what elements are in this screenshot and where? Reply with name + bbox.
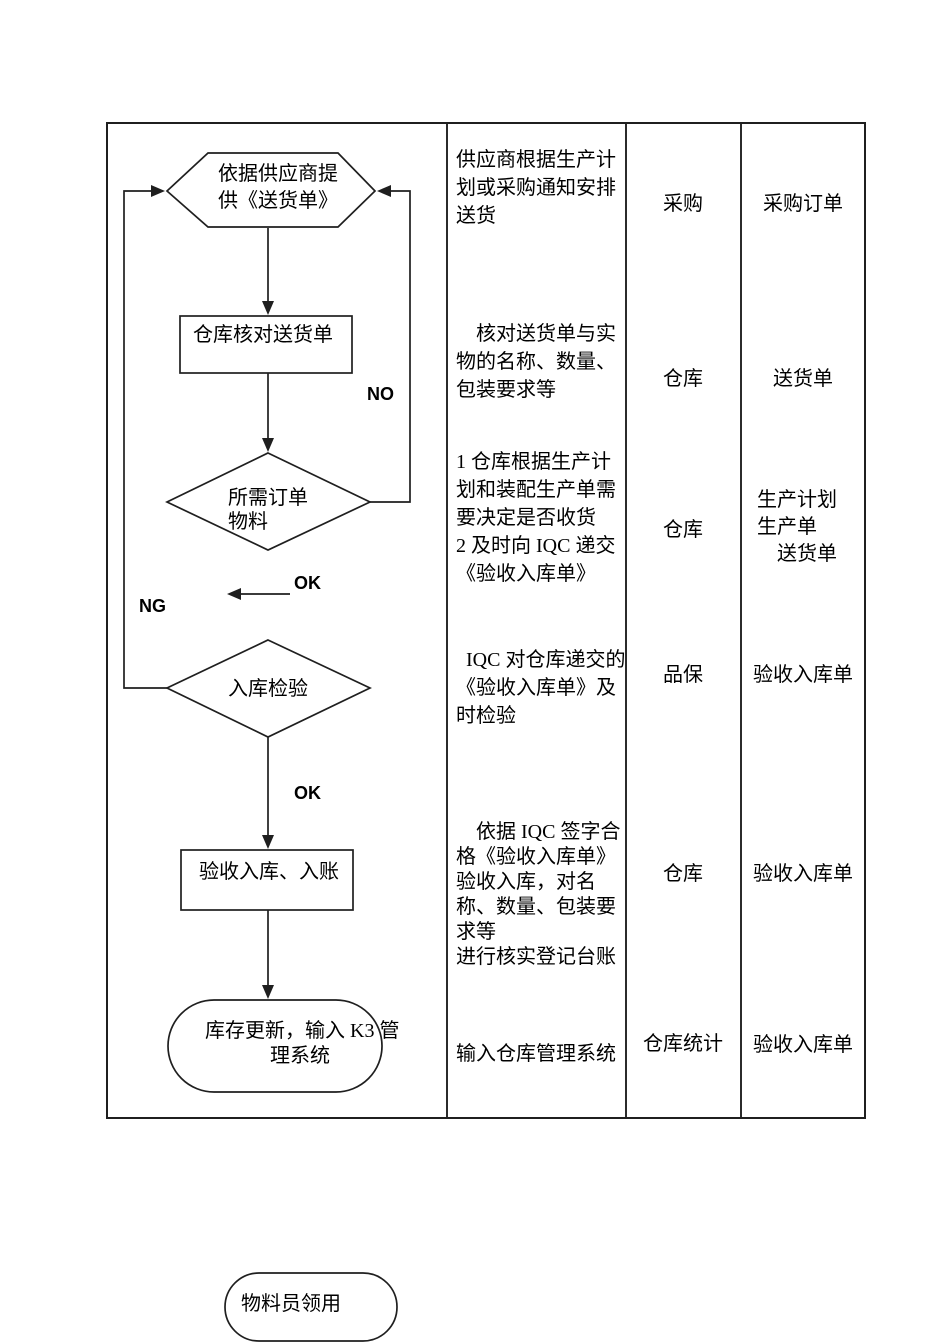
ng-label: NG bbox=[139, 596, 166, 616]
doc-row-6: 验收入库单 bbox=[753, 1034, 853, 1056]
stock-update-stadium bbox=[167, 999, 383, 1093]
material-requisition-stadium bbox=[224, 1272, 398, 1342]
incoming-inspection-label: 入库检验 bbox=[228, 678, 308, 700]
doc-row-5: 验收入库单 bbox=[753, 863, 853, 885]
dept-row-5: 仓库 bbox=[663, 863, 703, 885]
doc-row-1: 采购订单 bbox=[763, 193, 843, 215]
order-material-label: 所需订单 物料 bbox=[228, 487, 308, 533]
receive-record-rect bbox=[180, 849, 354, 911]
desc-row-5: 依据 IQC 签字合 格《验收入库单》 验收入库，对名 称、数量、包装要 求等 … bbox=[456, 821, 621, 968]
desc-row-3: 1 仓库根据生产计 划和装配生产单需 要决定是否收货 2 及时向 IQC 递交 … bbox=[456, 451, 616, 585]
incoming-inspection-diamond bbox=[165, 639, 372, 738]
no-label: NO bbox=[367, 384, 394, 404]
dept-row-6: 仓库统计 bbox=[643, 1033, 723, 1055]
ng-loop-line bbox=[123, 185, 167, 689]
table-divider-3 bbox=[740, 124, 742, 1117]
supplier-delivery-label: 依据供应商提 供《送货单》 bbox=[218, 163, 338, 212]
process-table-border bbox=[106, 122, 866, 1119]
table-divider-2 bbox=[625, 124, 627, 1117]
supplier-delivery-hexagon bbox=[165, 152, 377, 228]
doc-row-4: 验收入库单 bbox=[753, 664, 853, 686]
desc-row-4: IQC 对仓库递交的 《验收入库单》及 时检验 bbox=[456, 649, 626, 727]
ok-bottom-label: OK bbox=[294, 783, 321, 803]
receive-record-label: 验收入库、入账 bbox=[199, 861, 339, 883]
desc-row-1: 供应商根据生产计 划或采购通知安排 送货 bbox=[456, 149, 616, 227]
dept-row-3: 仓库 bbox=[663, 519, 703, 541]
table-divider-1 bbox=[446, 124, 448, 1117]
dept-row-4: 品保 bbox=[663, 664, 703, 686]
doc-row-3: 生产计划 生产单 送货单 bbox=[757, 489, 837, 565]
desc-row-2: 核对送货单与实 物的名称、数量、 包装要求等 bbox=[456, 323, 616, 401]
desc-row-6: 输入仓库管理系统 bbox=[456, 1043, 616, 1065]
order-material-diamond bbox=[165, 452, 372, 551]
warehouse-check-rect bbox=[179, 315, 353, 374]
no-loop-line bbox=[370, 185, 411, 503]
doc-row-2: 送货单 bbox=[773, 368, 833, 390]
ok-top-label: OK bbox=[294, 573, 321, 593]
dept-row-2: 仓库 bbox=[663, 368, 703, 390]
warehouse-check-label: 仓库核对送货单 bbox=[193, 324, 333, 346]
stock-update-label: 库存更新，输入 K3 管 理系统 bbox=[205, 1020, 400, 1067]
material-requisition-label: 物料员领用 bbox=[241, 1293, 341, 1315]
dept-row-1: 采购 bbox=[663, 193, 703, 215]
